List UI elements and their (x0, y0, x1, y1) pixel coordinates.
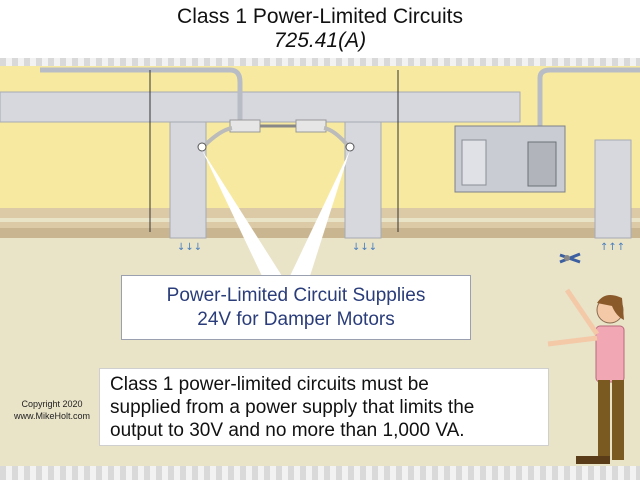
code-reference: 725.41(A) (273, 29, 367, 52)
callout-line: 24V for Damper Motors (197, 309, 395, 330)
ceiling-tiles (0, 58, 640, 66)
title-bar: Class 1 Power-Limited Circuits 725.41(A) (0, 0, 640, 58)
note-line: Class 1 power-limited circuits must be (110, 374, 429, 395)
conduit-top (40, 67, 243, 122)
callout-pointer-right (290, 150, 350, 276)
airflow-arrows-middle: ↓↓↓ (352, 242, 377, 253)
power-limited-callout: Power-Limited Circuit Supplies 24V for D… (121, 275, 471, 340)
damper-motor-left (197, 142, 207, 152)
airflow-arrows-right: ↑↑↑ (600, 242, 625, 253)
copyright: Copyright 2020 www.MikeHolt.com (8, 398, 96, 422)
note-line: supplied from a power supply that limits… (110, 397, 475, 418)
junction-box-right (295, 119, 327, 133)
duct-right (594, 139, 632, 239)
floor-tiles (0, 466, 640, 480)
airflow-arrows-left: ↓↓↓ (177, 242, 202, 253)
damper-motor-right (345, 142, 355, 152)
flex-conduit-left (201, 126, 233, 149)
main-duct (0, 91, 521, 123)
note-line: output to 30V and no more than 1,000 VA. (110, 420, 465, 441)
conduit-right (537, 67, 640, 150)
pliers-icon (559, 252, 581, 264)
copyright-line: Copyright 2020 (21, 399, 83, 409)
person-figure (547, 288, 625, 464)
transformer (527, 141, 557, 187)
panel-door (461, 139, 487, 186)
duct-left (169, 121, 207, 239)
rule-note: Class 1 power-limited circuits must be s… (99, 368, 549, 446)
junction-box-left (229, 119, 261, 133)
duct-middle (344, 121, 382, 239)
callout-pointer-left (202, 150, 282, 276)
slide-title: Class 1 Power-Limited Circuits (177, 5, 463, 28)
callout-line: Power-Limited Circuit Supplies (166, 285, 426, 306)
copyright-url: www.MikeHolt.com (13, 411, 90, 421)
